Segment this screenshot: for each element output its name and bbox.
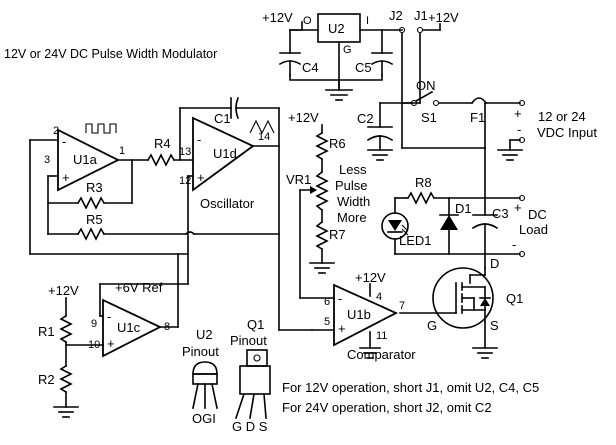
q1-pin-names: G D S (232, 419, 268, 434)
j1-label: J1 (414, 8, 428, 23)
r1-supply-label: +12V (48, 283, 79, 298)
u1b-supply-label: +12V (355, 270, 386, 285)
ref-label: +6V Ref (115, 280, 163, 295)
comparator-label: Comparator (347, 347, 416, 362)
u2-pin-g: G (343, 44, 352, 56)
load-plus: + (514, 200, 522, 215)
q1-pin-g: G (427, 318, 437, 333)
u1a-plus: + (62, 170, 70, 185)
load-label-2: Load (519, 222, 548, 237)
load-label-1: DC (528, 207, 547, 222)
u1a-pin-1: 1 (119, 145, 125, 157)
c4-label: C4 (302, 60, 319, 75)
less-label: Less (339, 162, 367, 177)
u1d-plus: + (197, 170, 205, 185)
s1-label: S1 (421, 110, 437, 125)
q1-pinout-subtitle: Pinout (230, 333, 267, 348)
u1a-pin-2: 2 (53, 125, 59, 137)
load-minus: - (512, 237, 516, 252)
u1c-plus: + (107, 336, 115, 351)
pot-divider: +12V R6 VR1 Less Pulse Width More R7 (286, 110, 370, 299)
u2-pin-i: I (366, 15, 369, 27)
f1-label: F1 (470, 110, 485, 125)
led1-label: LED1 (399, 233, 432, 248)
c2-capacitor: C2 (357, 102, 394, 161)
r5-resistor: R5 (47, 212, 280, 241)
r8-label: R8 (415, 175, 432, 190)
u1b-pin-5: 5 (324, 316, 330, 328)
u2-supply-label: +12V (262, 10, 293, 25)
u1d-opamp: U1d - + 13 12 14 Oscillator C1 (179, 96, 313, 331)
u1b-plus: + (338, 321, 346, 336)
vr1-label: VR1 (286, 172, 311, 187)
pulse-label: Pulse (335, 178, 368, 193)
r5-label: R5 (86, 212, 103, 227)
u1a-opamp: U1a - + 2 3 1 (29, 123, 189, 255)
regulator-section: +12V U2 O I G C4 C5 (262, 10, 403, 101)
c1-label: C1 (214, 111, 231, 126)
switch-on-label: ON (416, 78, 436, 93)
u1d-minus: - (197, 132, 201, 147)
u1c-label: U1c (117, 320, 141, 335)
u1b-pin-4: 4 (376, 291, 382, 303)
u2-label: U2 (328, 21, 345, 36)
j2-label: J2 (389, 8, 403, 23)
u1d-label: U1d (213, 146, 237, 161)
r1-r2-divider: +12V R1 R2 (38, 283, 79, 418)
note-12v: For 12V operation, short J1, omit U2, C4… (282, 380, 539, 395)
u1a-label: U1a (73, 152, 98, 167)
u1b-pin-11: 11 (376, 330, 387, 342)
u2-pin-names: OGI (192, 411, 216, 426)
load-section: + DC Load - C3 D1 R8 LED1 (381, 147, 548, 271)
c2-label: C2 (357, 111, 374, 126)
r2-label: R2 (38, 372, 55, 387)
width-label: Width (337, 194, 370, 209)
u1b-label: U1b (347, 307, 371, 322)
q1-label: Q1 (506, 291, 523, 306)
u1c-pin-8: 8 (164, 321, 170, 333)
u1a-minus: - (62, 134, 66, 149)
input-minus: - (517, 122, 521, 137)
input-label-1: 12 or 24 (538, 109, 586, 124)
power-input: ON S1 F1 + 12 or 24 VDC Input - (379, 78, 597, 161)
u1b-minus: - (338, 291, 342, 306)
u1c-minus: - (107, 309, 111, 324)
q1-mosfet: Q1 S G (399, 267, 523, 359)
q1-pin-s: S (490, 318, 499, 333)
r4-resistor: R4 (146, 136, 194, 167)
q1-pinout: Q1 Pinout G D S (230, 317, 271, 434)
reference-section: +6V Ref U1c - + 9 10 8 (65, 253, 189, 358)
c3-label: C3 (492, 206, 509, 221)
u2-pinout: U2 Pinout OGI (182, 327, 219, 426)
u2-pinout-subtitle: Pinout (182, 344, 219, 359)
r7-label: R7 (329, 227, 346, 242)
d1-label: D1 (455, 201, 472, 216)
r3-label: R3 (86, 180, 103, 195)
schematic-title: 12V or 24V DC Pulse Width Modulator (4, 47, 217, 61)
j1-supply-label: +12V (428, 10, 459, 25)
u1b-pin-7: 7 (399, 300, 405, 312)
r6-supply-label: +12V (288, 110, 319, 125)
u1d-pin-14: 14 (258, 131, 270, 143)
oscillator-label: Oscillator (200, 196, 255, 211)
r3-resistor: R3 (47, 180, 133, 210)
u1b-pin-6: 6 (324, 296, 330, 308)
q1-pinout-title: Q1 (247, 317, 264, 332)
input-label-2: VDC Input (537, 125, 597, 140)
u1c-pin-9: 9 (91, 318, 97, 330)
note-24v: For 24V operation, short J2, omit C2 (282, 400, 492, 415)
q1-pin-d: D (490, 256, 499, 271)
more-label: More (337, 210, 367, 225)
input-plus: + (514, 106, 522, 121)
u2-pinout-title: U2 (196, 327, 213, 342)
u1a-pin-3: 3 (44, 154, 50, 166)
u1b-opamp: U1b - + 6 5 4 11 7 Comparator +12V (299, 270, 416, 362)
c5-label: C5 (355, 60, 372, 75)
r4-label: R4 (154, 136, 171, 151)
u1d-pin-13: 13 (179, 146, 191, 158)
u2-pin-o: O (303, 15, 312, 27)
r1-label: R1 (38, 324, 55, 339)
r6-label: R6 (329, 136, 346, 151)
